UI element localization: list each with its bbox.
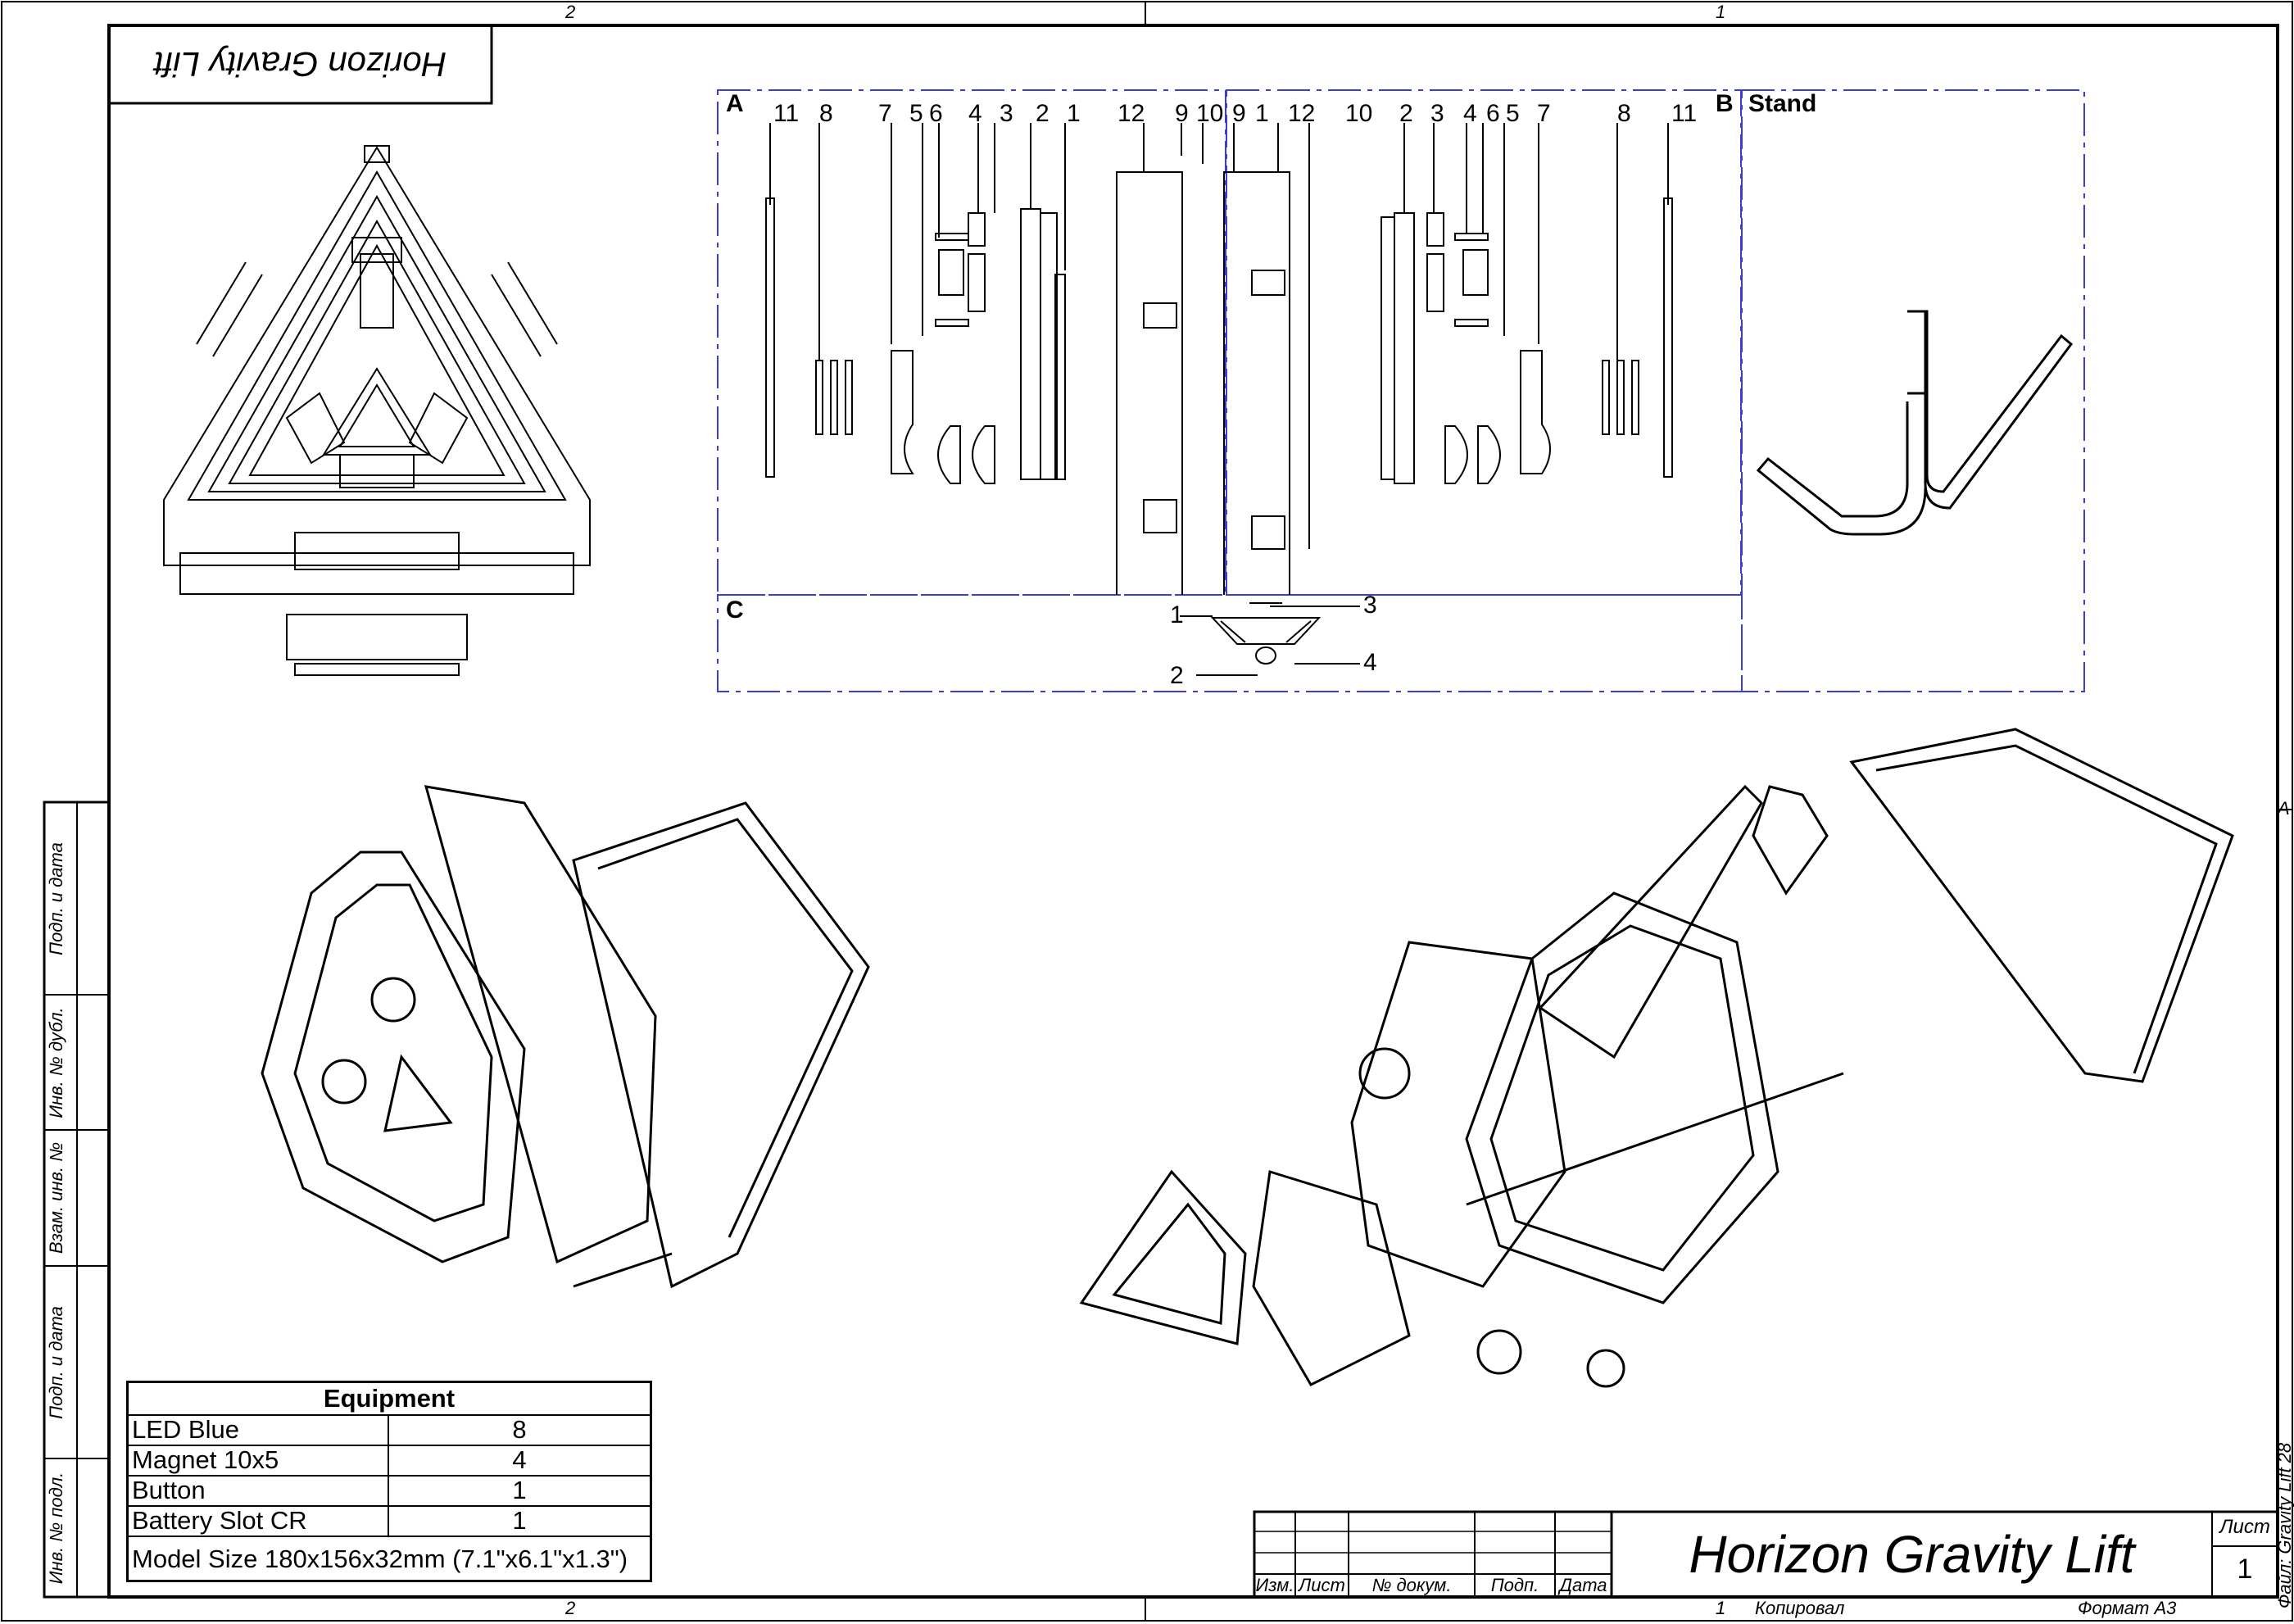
callout-a-4: 4 [968,100,982,127]
callout-a-1: 1 [1067,100,1081,127]
callout-b-10: 10 [1345,100,1373,127]
callout-a-11: 11 [773,100,800,127]
table-row: Battery Slot CR 1 [129,1505,650,1537]
zone-label-top-left: 2 [565,2,576,22]
equipment-name: Battery Slot CR [132,1506,307,1535]
file-label: Файл: Gravity Lift 28 [2274,1442,2294,1609]
copied-number: 1 [1716,1598,1726,1618]
callout-a-3: 3 [1000,100,1013,127]
section-c-drawing [1180,602,1360,676]
callout-b-12: 12 [1288,100,1316,127]
callout-a-6: 6 [929,100,943,127]
callout-b-4: 4 [1463,100,1477,127]
tb-header-sheet: Лист [1299,1575,1345,1595]
callout-a-12: 12 [1118,100,1145,127]
callout-a-2: 2 [1036,100,1050,127]
tb-header-doc-no: № докум. [1371,1575,1452,1595]
callout-a-9: 9 [1175,100,1189,127]
callout-b-5: 5 [1506,100,1520,127]
equipment-name: Magnet 10x5 [132,1445,279,1474]
callout-b-3: 3 [1430,100,1444,127]
stand-drawing [1756,310,2074,536]
format-label: Формат А3 [2078,1598,2177,1618]
view-label-b: B [1716,90,1734,117]
tb-header-date: Дата [1559,1575,1607,1595]
zone-label-top-right: 1 [1716,2,1726,22]
table-row: Magnet 10x5 4 [129,1445,650,1477]
callout-b-7: 7 [1537,100,1551,127]
equipment-name: LED Blue [132,1415,239,1444]
table-row: LED Blue 8 [129,1414,650,1446]
copied-label: Копировал [1755,1598,1845,1618]
sheet-label: Лист [2219,1516,2270,1538]
equipment-qty: 8 [512,1415,527,1444]
drawing-title: Horizon Gravity Lift [1689,1525,2135,1584]
equipment-table: Equipment LED Blue 8 Magnet 10x5 4 Butto… [126,1381,652,1582]
isometric-assembly-right [1079,728,2234,1388]
callout-a-10: 10 [1196,100,1224,127]
table-row: Button 1 [129,1475,650,1507]
callout-c-1: 1 [1170,601,1184,628]
zone-label-bottom-right: 1 [1716,1598,1726,1618]
callout-a-8: 8 [819,100,833,127]
front-view-drawing [163,145,591,676]
callout-b-11: 11 [1671,100,1698,127]
callout-b-6: 6 [1486,100,1500,127]
callout-a-5: 5 [909,100,923,127]
equipment-qty: 1 [512,1476,527,1504]
callout-b-8: 8 [1617,100,1631,127]
equipment-title: Equipment [129,1383,650,1416]
tb-header-sign: Подп. [1490,1575,1539,1595]
view-label-a: A [726,90,744,117]
callout-b-2: 2 [1399,100,1413,127]
callout-c-3: 3 [1363,592,1377,619]
callout-b-9: 9 [1232,100,1246,127]
view-label-c: C [726,597,744,624]
callout-c-2: 2 [1170,662,1184,689]
view-label-stand: Stand [1748,90,1817,117]
callout-a-7: 7 [878,100,892,127]
tb-header-change: Изм. [1255,1575,1294,1595]
equipment-qty: 4 [512,1445,527,1474]
isometric-assembly-left [261,785,870,1289]
sheet-number: 1 [2237,1554,2253,1585]
callout-c-4: 4 [1363,649,1377,676]
equipment-qty: 1 [512,1506,527,1535]
model-size: Model Size 180x156x32mm (7.1"x6.1"x1.3") [132,1545,628,1573]
exploded-parts-ab [765,123,1673,595]
callout-b-1: 1 [1255,100,1269,127]
equipment-name: Button [132,1476,206,1504]
zone-label-right: A [2278,798,2290,819]
zone-label-bottom-left: 2 [565,1598,576,1618]
